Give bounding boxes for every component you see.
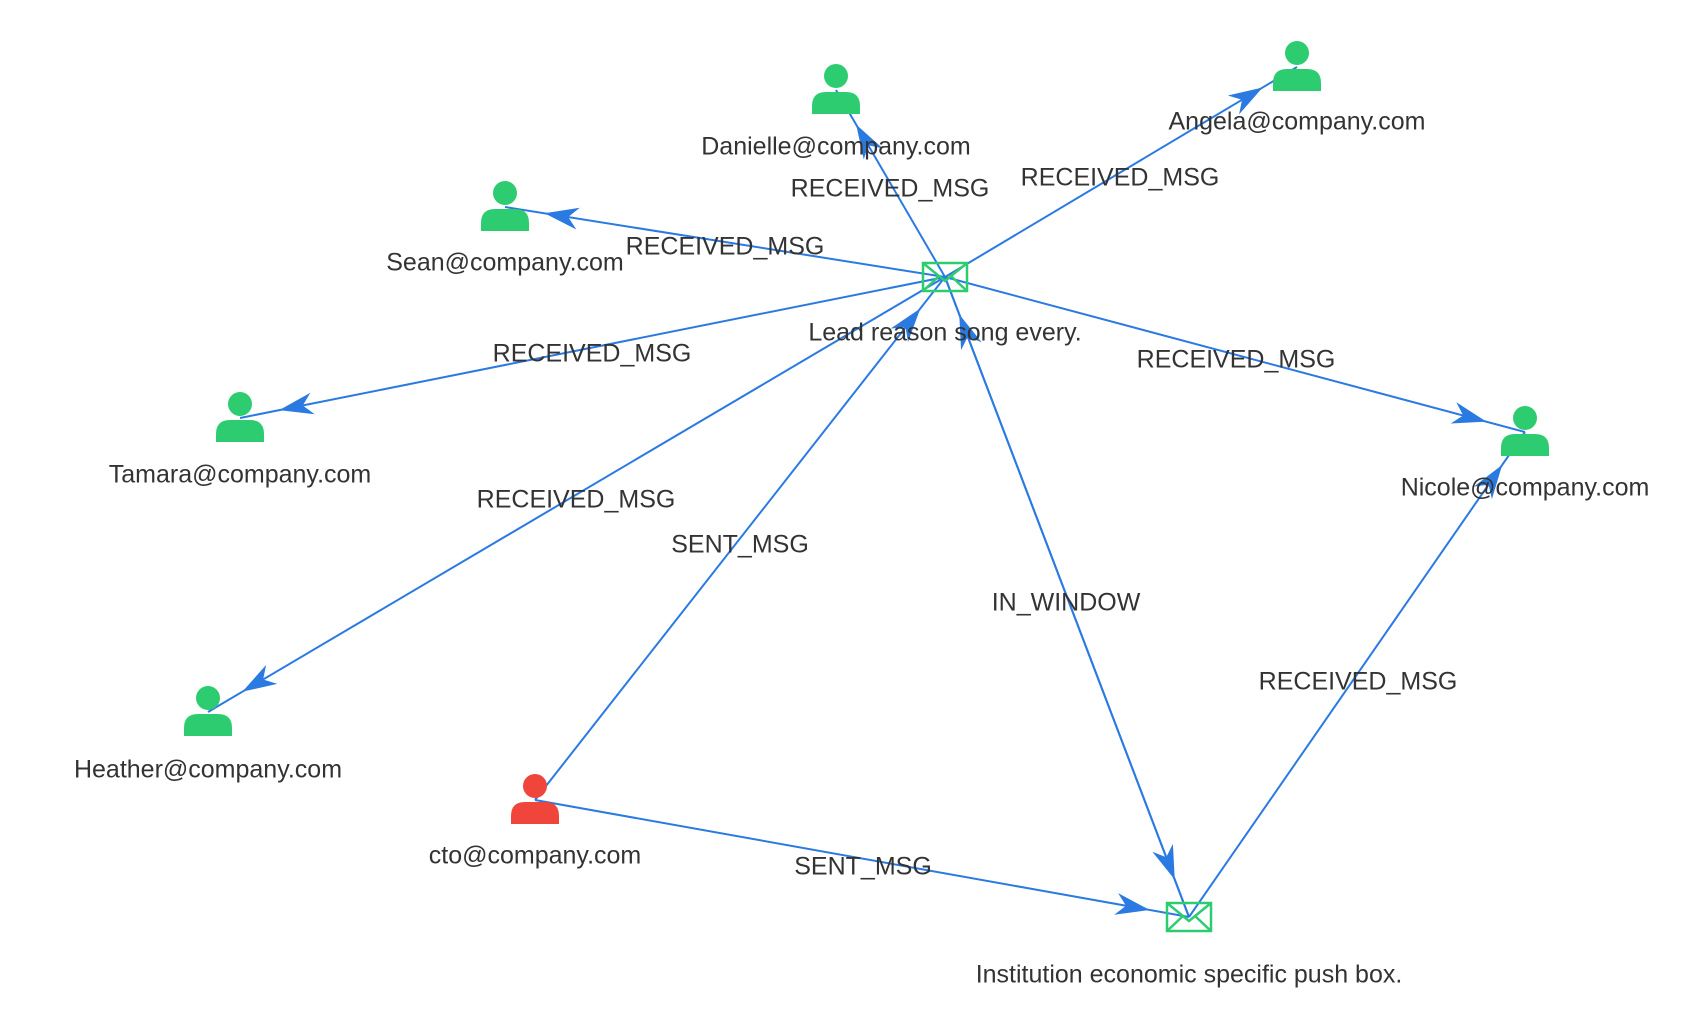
person-icon — [216, 392, 264, 442]
edge-cto-msg1 — [534, 276, 946, 801]
edge-msg2-nicole — [1188, 431, 1526, 918]
arrowhead-icon — [1450, 402, 1487, 424]
node-sean[interactable]: Sean@company.com — [386, 181, 624, 277]
arrowhead-icon — [1114, 893, 1150, 915]
edge-label: RECEIVED_MSG — [1259, 668, 1458, 696]
node-label: Nicole@company.com — [1401, 474, 1650, 502]
arrowhead-icon — [279, 392, 315, 415]
arrowhead-icon — [1227, 87, 1263, 115]
person-icon — [481, 181, 529, 231]
node-label: Danielle@company.com — [701, 133, 970, 161]
edge-label: SENT_MSG — [671, 531, 809, 559]
arrowhead-icon — [242, 664, 278, 692]
nodes-layer: Danielle@company.com Angela@company.comSe… — [74, 41, 1649, 989]
arrowhead-icon — [959, 314, 982, 351]
node-label: cto@company.com — [429, 842, 642, 870]
edge-cto-msg2 — [534, 799, 1190, 918]
envelope-icon — [1165, 901, 1213, 933]
edge-label: RECEIVED_MSG — [493, 340, 692, 368]
person-icon — [1273, 41, 1321, 91]
envelope-icon — [921, 261, 969, 293]
arrowhead-icon — [1473, 464, 1503, 500]
person-icon — [184, 686, 232, 736]
edge-labels-layer: RECEIVED_MSG RECEIVED_MSG RECEIVED_MSG RECE… — [477, 164, 1458, 881]
edge-msg1-tamara — [239, 276, 946, 419]
edge-msg1-nicole — [944, 276, 1526, 433]
node-msg2[interactable]: Institution economic specific push box. — [976, 901, 1403, 989]
node-label: Angela@company.com — [1169, 108, 1426, 136]
edge-label: RECEIVED_MSG — [1021, 164, 1220, 192]
edge-label: RECEIVED_MSG — [791, 175, 990, 203]
edge-label: SENT_MSG — [794, 853, 932, 881]
edge-msg1-danielle — [835, 89, 946, 278]
arrowhead-icon — [544, 207, 580, 230]
arrowhead-icon — [890, 308, 921, 343]
node-angela[interactable]: Angela@company.com — [1169, 41, 1426, 136]
person-icon — [812, 64, 860, 114]
edge-label: IN_WINDOW — [992, 589, 1141, 617]
edge-msg1-sean — [504, 206, 946, 278]
node-heather[interactable]: Heather@company.com — [74, 686, 342, 784]
node-cto[interactable]: cto@company.com — [429, 774, 642, 870]
arrowhead-icon — [1152, 843, 1175, 880]
edge-msg1-heather — [207, 276, 946, 713]
edge-label: RECEIVED_MSG — [477, 486, 676, 514]
node-label: Sean@company.com — [386, 249, 624, 277]
node-label: Lead reason song every. — [808, 319, 1081, 347]
edge-label: RECEIVED_MSG — [1137, 346, 1336, 374]
edges-layer — [207, 66, 1526, 918]
node-label: Tamara@company.com — [109, 461, 372, 489]
edge-msg1-angela — [944, 66, 1298, 278]
node-danielle[interactable]: Danielle@company.com — [701, 64, 971, 161]
node-nicole[interactable]: Nicole@company.com — [1401, 406, 1650, 502]
edge-msg1-msg2 — [944, 276, 1190, 918]
node-msg1[interactable]: Lead reason song every. — [808, 261, 1082, 347]
node-label: Heather@company.com — [74, 756, 342, 784]
arrowhead-icon — [856, 124, 883, 160]
edge-label: RECEIVED_MSG — [626, 233, 825, 261]
person-icon — [511, 774, 559, 824]
person-icon — [1501, 406, 1549, 456]
node-label: Institution economic specific push box. — [976, 961, 1403, 989]
node-tamara[interactable]: Tamara@company.com — [109, 392, 372, 489]
